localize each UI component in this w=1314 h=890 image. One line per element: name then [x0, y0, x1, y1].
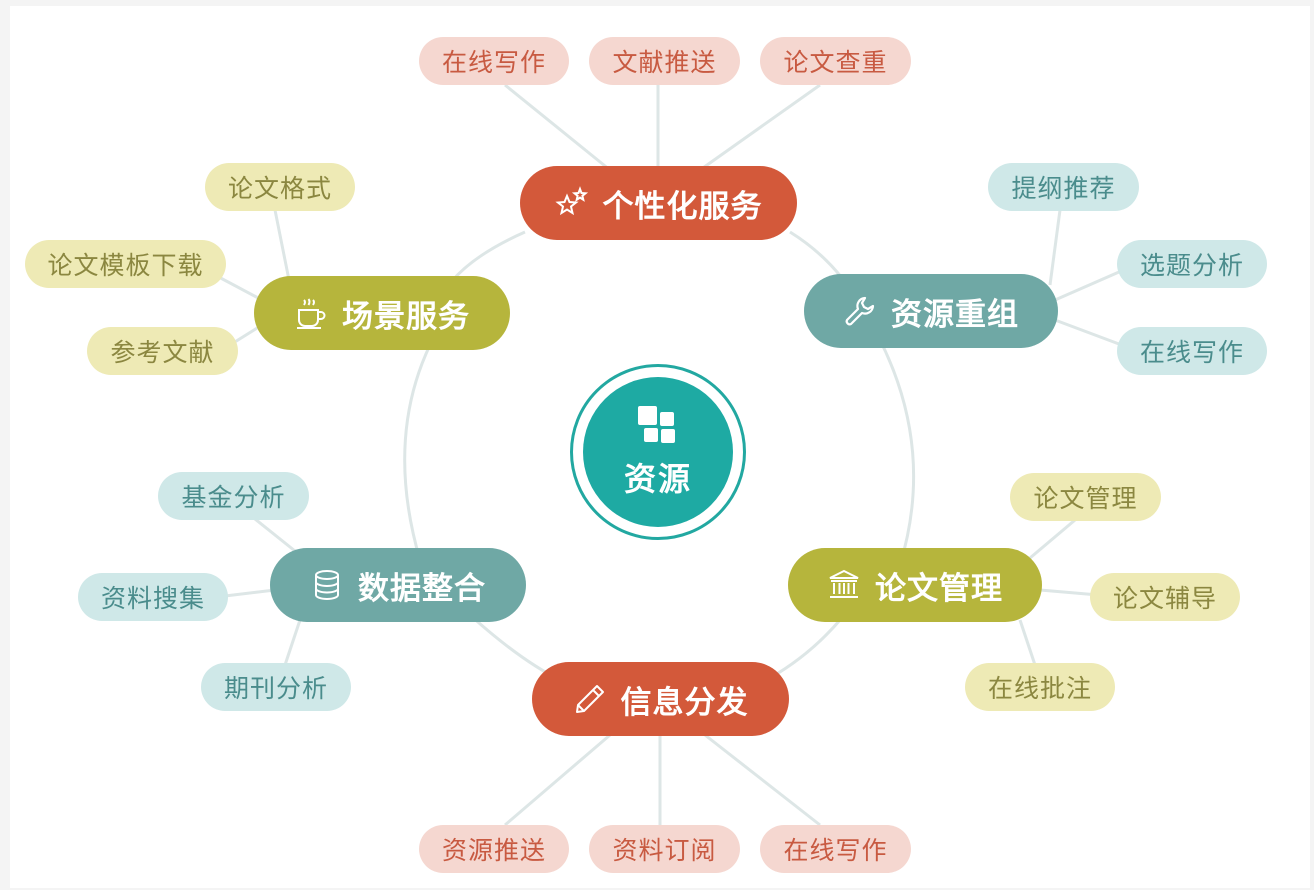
leaf-line — [249, 513, 301, 557]
leaf-line — [1048, 209, 1062, 286]
branch-info-distribution[interactable]: 信息分发 — [532, 662, 789, 736]
branch-label: 个性化服务 — [602, 188, 763, 225]
leaf-fund-analysis[interactable]: 基金分析 — [158, 472, 309, 520]
leaf-online-writing[interactable]: 在线写作 — [1117, 327, 1267, 375]
ring-arc — [878, 339, 916, 566]
pencil-icon — [573, 682, 607, 716]
branch-label: 数据整合 — [358, 570, 486, 607]
database-icon — [310, 568, 344, 602]
branch-scenario-service[interactable]: 场景服务 — [254, 276, 510, 350]
leaf-line — [1029, 518, 1076, 560]
stars-icon — [554, 186, 589, 220]
leaf-topic-analysis[interactable]: 选题分析 — [1117, 240, 1267, 288]
center-label: 资源 — [623, 460, 692, 498]
leaf-line — [699, 83, 821, 172]
leaf-line — [214, 273, 263, 302]
leaf-thesis-management[interactable]: 论文管理 — [1010, 473, 1161, 521]
branch-data-integration[interactable]: 数据整合 — [270, 548, 526, 622]
leaf-line — [273, 209, 292, 286]
leaf-journal-analysis[interactable]: 期刊分析 — [201, 663, 351, 711]
branch-personalized-service[interactable]: 个性化服务 — [520, 166, 797, 240]
branch-resource-restructure[interactable]: 资源重组 — [804, 274, 1058, 348]
leaf-material-collection[interactable]: 资料搜集 — [78, 573, 228, 621]
branch-label: 论文管理 — [875, 570, 1003, 607]
leaf-line — [504, 733, 611, 827]
leaf-thesis-tutoring[interactable]: 论文辅导 — [1090, 573, 1240, 621]
leaf-references[interactable]: 参考文献 — [87, 327, 238, 375]
leaf-thesis-template-download[interactable]: 论文模板下载 — [25, 240, 226, 288]
branch-thesis-management[interactable]: 论文管理 — [788, 548, 1042, 622]
leaf-line — [1018, 619, 1037, 666]
leaf-online-writing[interactable]: 在线写作 — [760, 825, 911, 873]
leaf-thesis-format[interactable]: 论文格式 — [205, 163, 355, 211]
leaf-outline-recommend[interactable]: 提纲推荐 — [988, 163, 1139, 211]
center-node-fill: 资源 — [583, 377, 733, 527]
leaf-line — [283, 619, 302, 666]
leaf-line — [704, 733, 821, 827]
leaf-online-annotation[interactable]: 在线批注 — [965, 663, 1115, 711]
institution-icon — [827, 568, 861, 602]
center-node[interactable]: 资源 — [570, 364, 746, 540]
wrench-icon — [843, 294, 877, 328]
leaf-literature-push[interactable]: 文献推送 — [589, 37, 740, 85]
leaf-online-writing[interactable]: 在线写作 — [419, 37, 569, 85]
leaf-plagiarism-check[interactable]: 论文查重 — [760, 37, 911, 85]
ring-arc — [403, 344, 432, 561]
branch-label: 信息分发 — [620, 684, 749, 721]
blocks-icon — [638, 406, 675, 443]
coffee-cup-icon — [294, 296, 328, 330]
leaf-resource-push[interactable]: 资源推送 — [419, 825, 569, 873]
branch-label: 场景服务 — [342, 298, 470, 335]
leaf-line — [224, 588, 276, 598]
leaf-material-subscription[interactable]: 资料订阅 — [589, 825, 740, 873]
ring-arc — [769, 619, 842, 680]
branch-label: 资源重组 — [891, 296, 1019, 333]
leaf-line — [504, 83, 611, 172]
